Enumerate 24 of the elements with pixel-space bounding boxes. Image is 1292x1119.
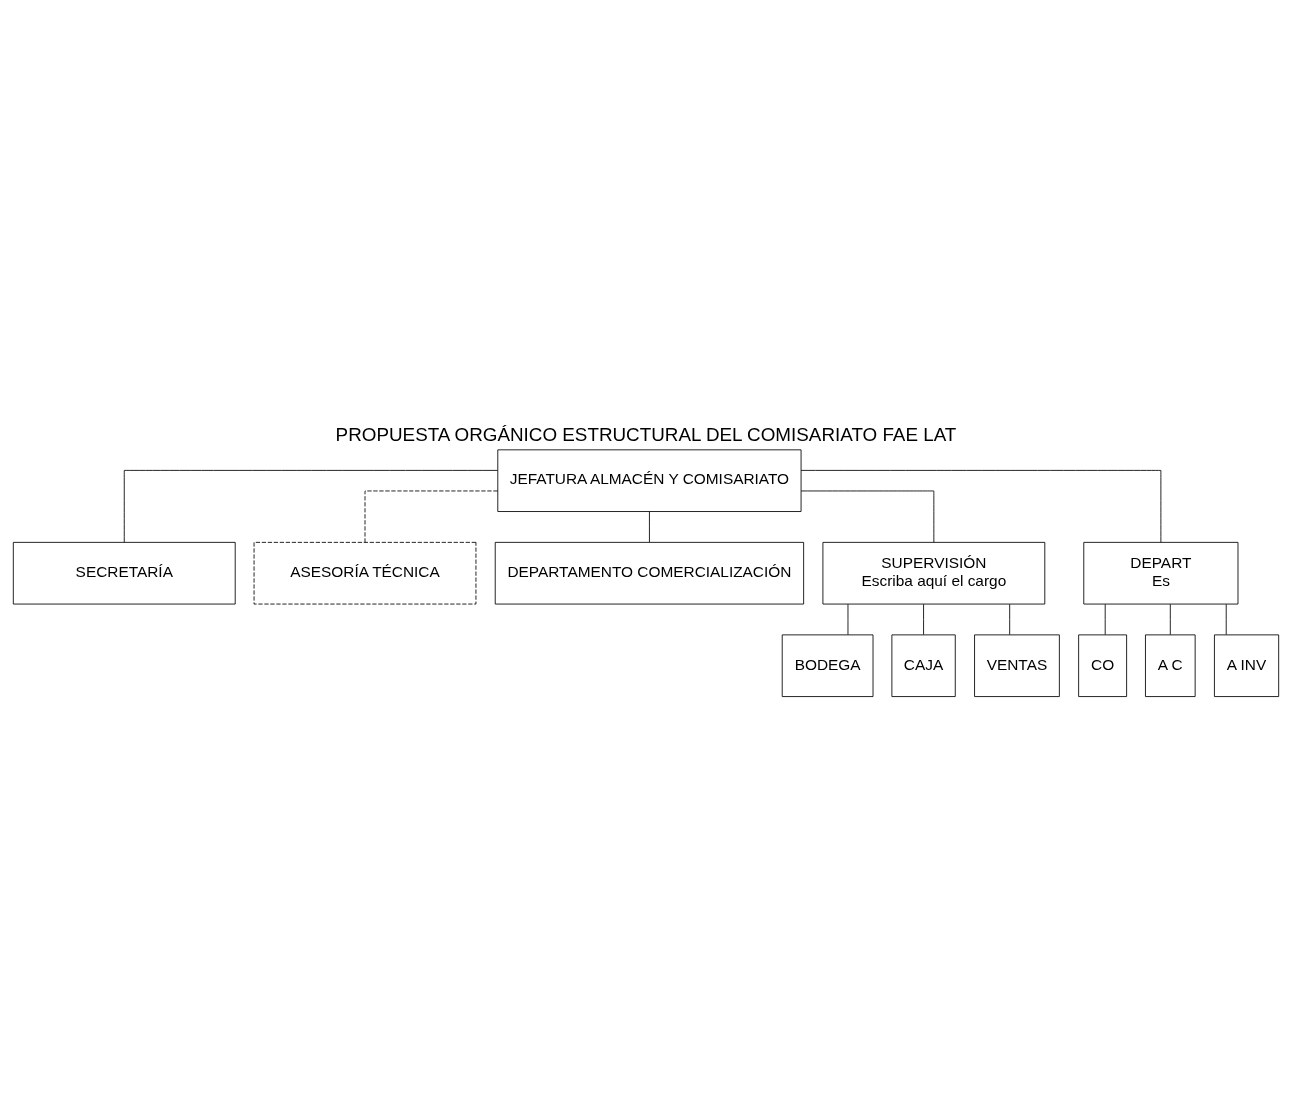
connector [364,490,499,543]
node-box: BODEGA [781,634,874,697]
connector [800,490,935,543]
connector [1009,603,1011,635]
node-box: CO [1078,634,1128,697]
node-box: A INV [1214,634,1280,697]
connector [1225,603,1227,635]
connector [1169,603,1171,635]
node-box: JEFATURA ALMACÉN Y COMISARIATO [497,449,802,512]
node-box: DEPARTAMENTO COMERCIALIZACIÓN [494,541,805,605]
node-box: VENTAS [974,634,1060,697]
connector [123,469,498,543]
connector [1104,603,1106,635]
node-box: ASESORÍA TÉCNICA [253,541,477,605]
node-box: SECRETARÍA [12,541,236,605]
node-box: CAJA [891,634,956,697]
connector [649,511,650,543]
node-box: A C [1145,634,1196,697]
connector [847,603,849,635]
connector [923,603,924,635]
node-box: SUPERVISIÓN Escriba aquí el cargo [822,541,1046,605]
connector [800,469,1162,543]
node-box: DEPART Es [1083,541,1239,605]
diagram-title: PROPUESTA ORGÁNICO ESTRUCTURAL DEL COMISARIATO FAE LAT [335,423,957,445]
